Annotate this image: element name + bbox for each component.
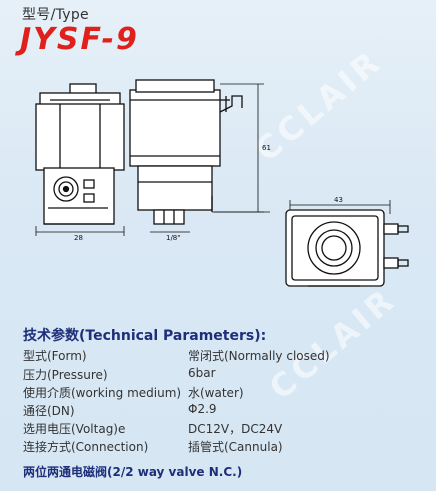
side-view <box>129 79 270 233</box>
spec-value: 插管式(Cannula) <box>188 440 283 454</box>
spec-value: 水(water) <box>188 386 244 400</box>
spec-key: 通径(DN) <box>23 404 75 418</box>
spec-value: 6bar <box>188 366 216 380</box>
technical-drawing: 28 1/8" 61 43 <box>35 79 409 287</box>
top-view <box>285 200 409 287</box>
model-name: JYSF-9 <box>20 22 139 57</box>
spec-key: 选用电压(Voltag)e <box>23 422 126 436</box>
dim-top-width: 43 <box>334 196 343 204</box>
spec-value: 常闭式(Normally closed) <box>188 349 330 363</box>
valve-type-note: 两位两通电磁阀(2/2 way valve N.C.) <box>23 465 243 479</box>
front-view <box>35 83 125 236</box>
spec-key: 型式(Form) <box>23 349 87 363</box>
spec-value: DC12V，DC24V <box>188 422 283 436</box>
dim-left-width: 28 <box>74 234 83 242</box>
spec-key: 连接方式(Connection) <box>23 440 149 454</box>
dim-port-size: 1/8" <box>166 234 181 242</box>
dim-height: 61 <box>262 144 271 152</box>
spec-key: 使用介质(working medium) <box>23 386 182 400</box>
type-label: 型号/Type <box>22 7 89 23</box>
specs-title: 技术参数(Technical Parameters): <box>23 328 267 344</box>
spec-key: 压力(Pressure) <box>23 368 108 382</box>
spec-value: Φ2.9 <box>188 402 217 416</box>
